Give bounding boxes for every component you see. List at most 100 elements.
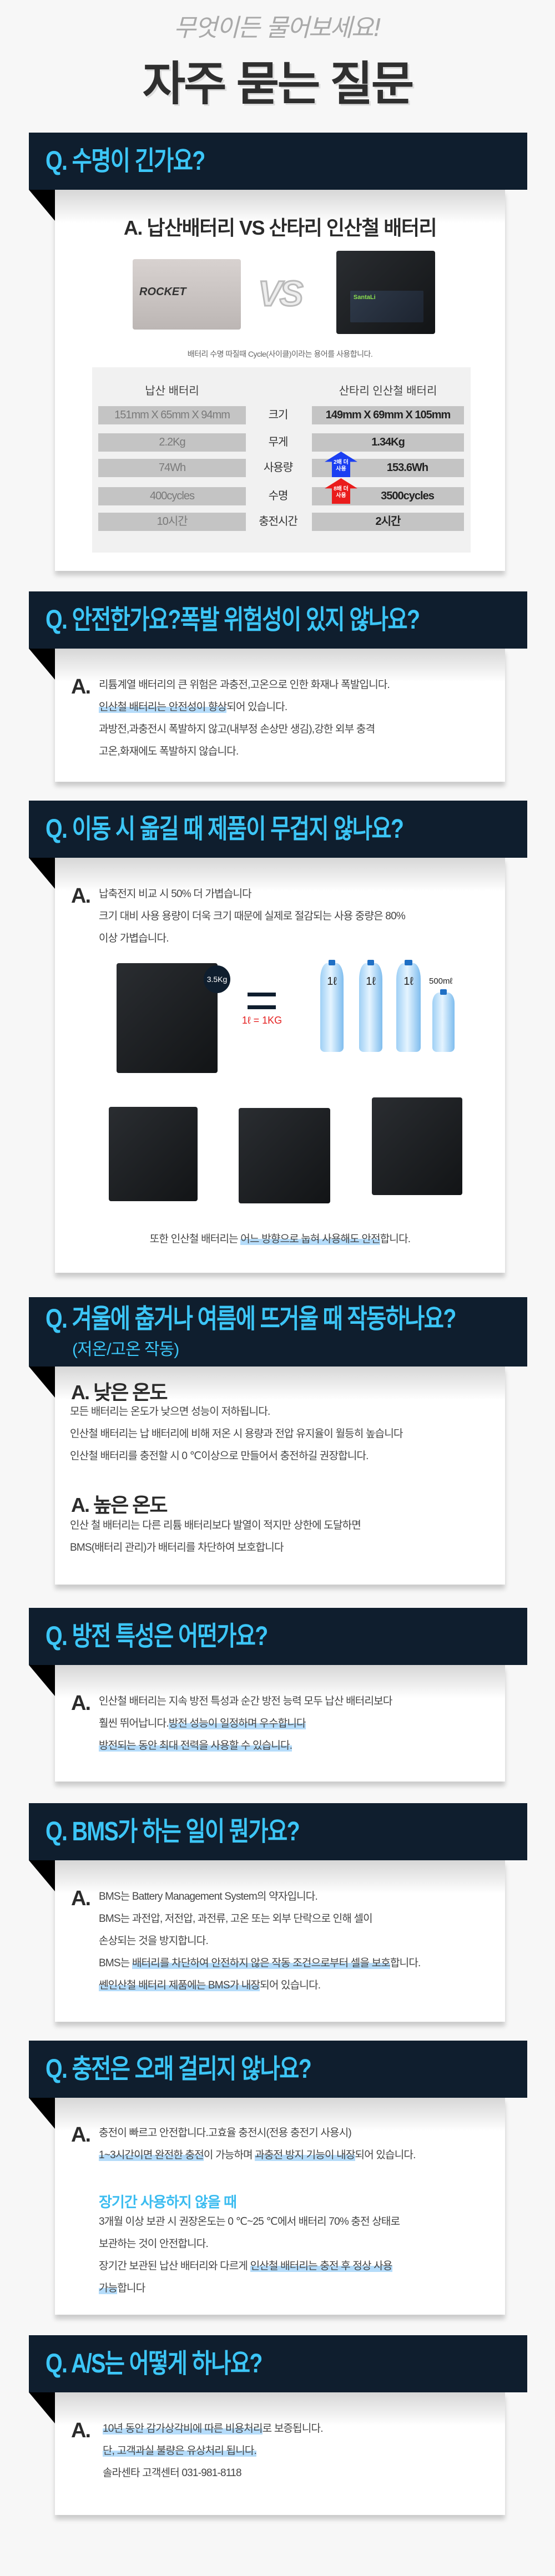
- question-bar: Q. 방전 특성은 어떤가요?: [29, 1608, 527, 1665]
- answer-line: 인산철 배터리는 안전성이 향상되어 있습니다.: [99, 696, 390, 718]
- answer-line: 이상 가볍습니다.: [99, 928, 405, 950]
- question-bar: Q. 충전은 오래 걸리지 않나요?: [29, 2041, 527, 2098]
- answer-mark: A.: [71, 2419, 91, 2442]
- question-text: Q. 이동 시 옮길 때 제품이 무겁지 않나요?: [46, 814, 404, 844]
- water-bottle-image: 1ℓ: [320, 960, 344, 1052]
- lead-acid-value: 400cycles: [98, 487, 246, 505]
- fold-decoration: [29, 858, 55, 889]
- answer-text: 인산철 배터리를 충전할 시 0 ℃이상으로 만들어서 충전하길 권장합니다.: [70, 1450, 369, 1462]
- answer-line: 과방전,과충전시 폭발하지 않고(내부정 손상만 생김),강한 외부 충격: [99, 718, 390, 741]
- highlighted-text: 배터리를 차단하여 안전하지 않은 작동 조건으로부터 셀을 보호: [132, 1957, 391, 1969]
- answer-line: BMS는 배터리를 차단하여 안전하지 않은 작동 조건으로부터 셀을 보호합니…: [99, 1952, 421, 1975]
- answer-card: A. 10년 동안 감가상각비에 따른 비용처리로 보증됩니다. 단, 고객과실 불…: [55, 2392, 505, 2515]
- highlighted-text: 방전되는 동안 최대 전력을 사용할 수 있습니다.: [99, 1740, 292, 1752]
- battery-image: [117, 963, 218, 1073]
- answer-mark: A.: [71, 1692, 91, 1715]
- answer-line: 인산 철 배터리는 다른 리튬 배터리보다 발열이 적지만 상한에 도달하면: [70, 1515, 361, 1537]
- storage-subheading: 장기간 사용하지 않을 때: [99, 2194, 237, 2210]
- answer-card: A. 충전이 빠르고 안전합니다.고효율 충전시(전용 충전기 사용시) 1~3시간…: [55, 2098, 505, 2315]
- answer-line: 모든 배터리는 온도가 낮으면 성능이 저하됩니다.: [70, 1401, 403, 1423]
- fold-decoration: [29, 2098, 55, 2129]
- spec-label: 사용량: [263, 462, 293, 474]
- answer-text: 되어 있습니다.: [355, 2149, 416, 2161]
- answer-text: 합니다.: [390, 1957, 421, 1969]
- highlighted-text: 1~3시간이면 완전한 충전: [99, 2149, 204, 2161]
- answer-line: 보관하는 것이 안전합니다.: [99, 2233, 400, 2255]
- page-kicker: 무엇이든 물어보세요!: [174, 14, 382, 42]
- caption: 배터리 수명 따질때 Cycle(사이클)이라는 용어를 사용합니다.: [187, 350, 373, 358]
- answer-mark: A.: [71, 2123, 91, 2147]
- water-bottle-image: 1ℓ: [359, 960, 382, 1052]
- bottle-label: 1ℓ: [403, 975, 413, 988]
- answer-card: A. 인산철 배터리는 지속 방전 특성과 순간 방전 능력 모두 납산 배터리보…: [55, 1665, 505, 1782]
- answer-text: 과방전,과충전시 폭발하지 않고(내부정 손상만 생김),강한 외부 충격: [99, 723, 375, 735]
- battery-brand: ROCKET: [139, 286, 186, 298]
- answer-card: A.리튬계열 배터리의 큰 위험은 과충전,고온으로 인한 화재나 폭발입니다.…: [55, 649, 505, 782]
- answer-text: BMS는 과전압, 저전압, 과전류, 고온 또는 외부 단락으로 인해 셀이: [99, 1913, 373, 1925]
- battery-upright-image: [239, 1108, 330, 1203]
- question-text: Q. 충전은 오래 걸리지 않나요?: [46, 2054, 312, 2084]
- conversion-note: 1ℓ = 1KG: [241, 1015, 282, 1026]
- lead-acid-value: 10시간: [98, 513, 246, 531]
- answer-card: A.BMS는 Battery Management System의 약자입니다.…: [55, 1860, 505, 2022]
- answer-text: 고온,화재에도 폭발하지 않습니다.: [99, 746, 239, 757]
- vs-label: VS: [257, 273, 304, 315]
- answer-line: 쎈인산철 배터리 제품에는 BMS가 내장되어 있습니다.: [99, 1975, 421, 1997]
- answer-text: 인산철 배터리는 납 배터리에 비해 저온 시 용량과 전압 유지율이 월등히 …: [70, 1428, 403, 1440]
- low-temp-heading: A. 낮은 온도: [71, 1381, 168, 1404]
- answer-line: BMS는 과전압, 저전압, 과전류, 고온 또는 외부 단락으로 인해 셀이: [99, 1908, 421, 1930]
- page-title: 자주 묻는 질문: [142, 58, 414, 110]
- water-bottle-image: 1ℓ: [396, 960, 421, 1052]
- spec-label: 무게: [268, 436, 289, 448]
- answer-line: 고온,화재에도 폭발하지 않습니다.: [99, 741, 390, 763]
- lead-acid-header: 납산 배터리: [145, 385, 199, 397]
- answer-text: 충전이 빠르고 안전합니다.고효율 충전시(전용 충전기 사용시): [99, 2127, 352, 2139]
- answer-line: 가능합니다: [99, 2278, 400, 2300]
- answer-card: A. 납산배터리 VS 산타리 인산철 배터리 ROCKET VS SantaL…: [55, 190, 505, 571]
- answer-text: 되어 있습니다.: [226, 701, 287, 713]
- comparison-title: A. 납산배터리 VS 산타리 인산철 배터리: [123, 216, 437, 239]
- equals-icon: [248, 993, 276, 996]
- answer-text: 손상되는 것을 방지합니다.: [99, 1935, 209, 1947]
- question-bar: Q. 안전한가요?폭발 위험성이 있지 않나요?: [29, 591, 527, 649]
- small-bottle-label: 500mℓ: [429, 976, 453, 986]
- answer-text: 인산철 배터리는 지속 방전 특성과 순간 방전 능력 모두 납산 배터리보다: [99, 1696, 392, 1707]
- answer-line: 훨씬 뛰어납니다.방전 성능이 일정하며 우수합니다: [99, 1713, 392, 1735]
- answer-text: 또한 인산철 배터리는: [149, 1233, 241, 1245]
- answer-line: BMS는 Battery Management System의 약자입니다.: [99, 1886, 421, 1908]
- question-text: Q. BMS가 하는 일이 뭔가요?: [46, 1817, 300, 1846]
- equals-icon: [248, 1005, 276, 1009]
- fold-decoration: [29, 1665, 55, 1696]
- answer-card: A. 낮은 온도 모든 배터리는 온도가 낮으면 성능이 저하됩니다. 인산철 배…: [55, 1367, 505, 1585]
- answer-line: 손상되는 것을 방지합니다.: [99, 1930, 421, 1952]
- answer-line: 방전되는 동안 최대 전력을 사용할 수 있습니다.: [99, 1735, 392, 1757]
- answer-text: 합니다.: [380, 1233, 411, 1245]
- answer-mark: A.: [71, 884, 91, 908]
- question-bar: Q. A/S는 어떻게 하나요?: [29, 2335, 527, 2392]
- answer-line: 솔라센타 고객센터 031-981-8118: [103, 2462, 323, 2484]
- question-text: Q. A/S는 어떻게 하나요?: [46, 2349, 263, 2378]
- highlighted-text: 단, 고객과실 불량은 유상처리 됩니다.: [103, 2445, 257, 2457]
- answer-text: 합니다: [117, 2283, 145, 2294]
- battery-inverted-image: [372, 1097, 462, 1195]
- answer-line: 장기간 보관된 납산 배터리와 다르게 인산철 배터리는 충전 후 정상 사용: [99, 2255, 400, 2278]
- answer-text: 보관하는 것이 안전합니다.: [99, 2238, 209, 2250]
- question-subtitle: (저온/고온 작동): [72, 1340, 179, 1359]
- fold-decoration: [29, 1860, 55, 1891]
- small-water-bottle-image: [432, 989, 455, 1052]
- answer-line: 충전이 빠르고 안전합니다.고효율 충전시(전용 충전기 사용시): [99, 2122, 416, 2144]
- answer-text: 솔라센타 고객센터 031-981-8118: [103, 2467, 242, 2479]
- answer-line: 인산철 배터리를 충전할 시 0 ℃이상으로 만들어서 충전하길 권장합니다.: [70, 1445, 403, 1467]
- answer-line: 10년 동안 감가상각비에 따른 비용처리로 보증됩니다.: [103, 2418, 324, 2440]
- highlighted-text: 인산철 배터리는 안전성이 향상: [99, 701, 227, 713]
- caption: 또한 인산철 배터리는 어느 방향으로 눕혀 사용해도 안전합니다.: [55, 1228, 505, 1251]
- lfp-value: 1.34Kg: [312, 433, 464, 452]
- answer-text: 이상 가볍습니다.: [99, 933, 169, 944]
- answer-line: 납축전지 비교 시 50% 더 가볍습니다: [99, 883, 405, 905]
- fold-decoration: [29, 190, 55, 221]
- highlighted-text: 인산철 배터리는 충전 후 정상 사용: [250, 2260, 392, 2272]
- lead-acid-battery-image: ROCKET: [133, 259, 241, 330]
- spec-label: 충전시간: [259, 515, 298, 528]
- answer-line: 1~3시간이면 완전한 충전이 가능하며 과충전 방지 기능이 내장되어 있습니…: [99, 2144, 416, 2167]
